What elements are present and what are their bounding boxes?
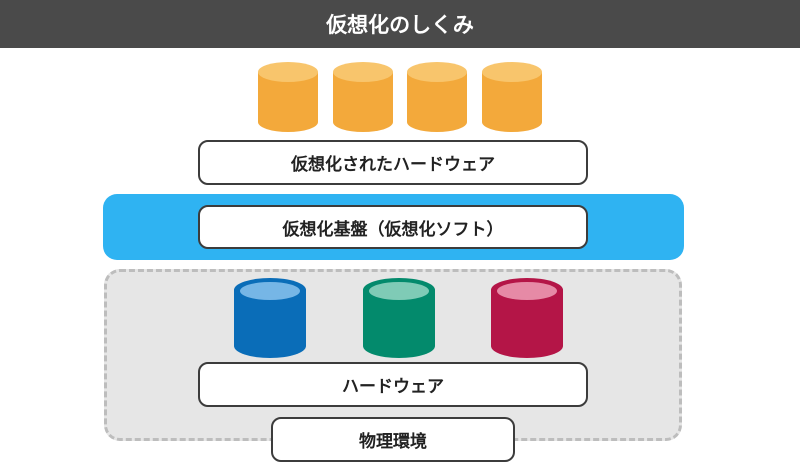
green-drive (363, 278, 435, 358)
virtual-hardware-label: 仮想化されたハードウェア (198, 140, 588, 185)
physical-environment-label: 物理環境 (271, 417, 515, 462)
virtual-drive-2 (333, 62, 393, 132)
hypervisor-text: 仮想化基盤（仮想化ソフト） (282, 219, 504, 240)
virtual-drive-4 (482, 62, 542, 132)
hypervisor-label: 仮想化基盤（仮想化ソフト） (198, 205, 588, 249)
hardware-text: ハードウェア (342, 377, 444, 397)
blue-drive (234, 278, 306, 358)
virtual-hardware-text: 仮想化されたハードウェア (291, 155, 495, 175)
crimson-drive (491, 278, 563, 358)
virtual-drive-3 (407, 62, 467, 132)
diagram-title-text: 仮想化のしくみ (326, 13, 474, 37)
virtual-drive-1 (258, 62, 318, 132)
hardware-label: ハードウェア (198, 362, 588, 407)
diagram-title: 仮想化のしくみ (0, 0, 800, 48)
physical-environment-text: 物理環境 (359, 432, 427, 452)
